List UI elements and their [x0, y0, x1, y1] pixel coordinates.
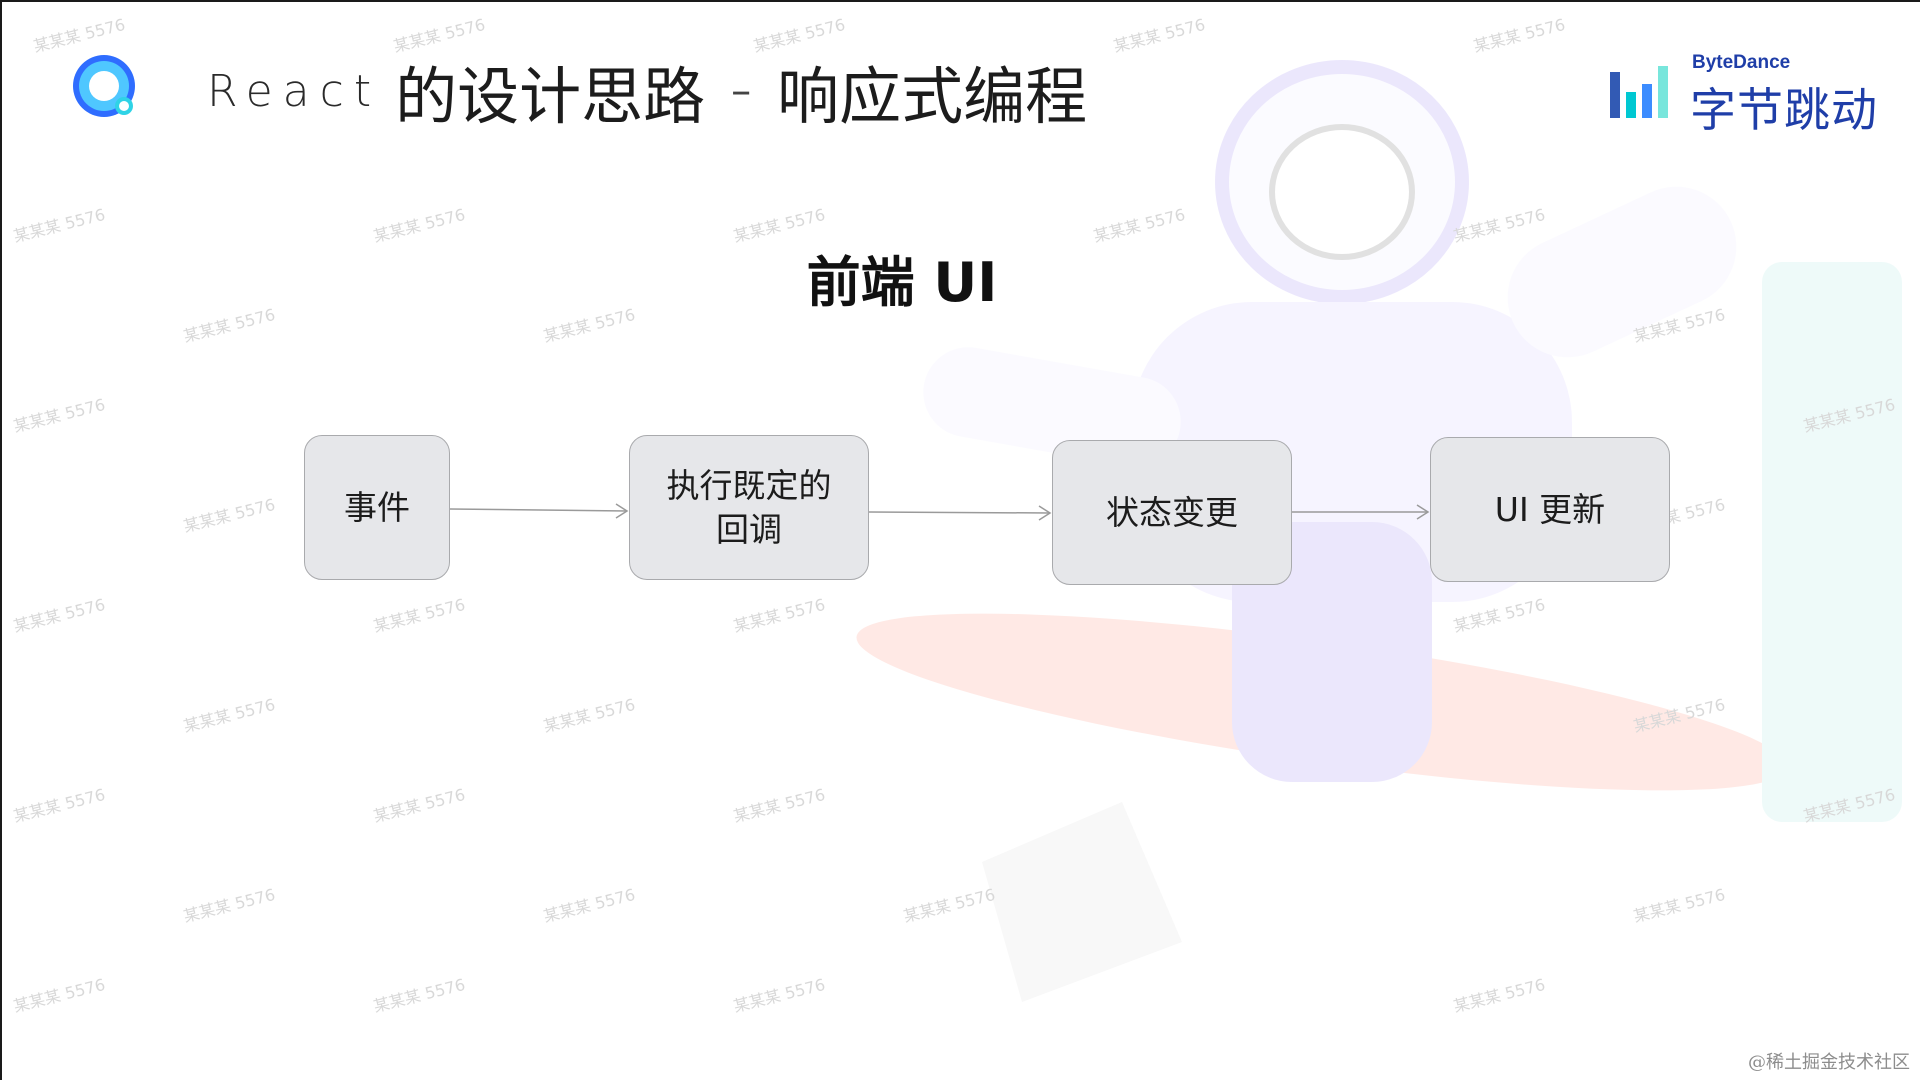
- flow-node-callback: 执行既定的 回调: [629, 435, 869, 580]
- watermark-text: 某某某 5576: [371, 594, 468, 637]
- watermark-text: 某某某 5576: [541, 694, 638, 737]
- title-main: 的设计思路: [395, 60, 706, 133]
- watermark-text: 某某某 5576: [11, 204, 108, 247]
- title-prefix: React: [207, 65, 382, 117]
- watermark-text: 某某某 5576: [181, 694, 278, 737]
- footer-credit: @稀土掘金技术社区: [1748, 1052, 1910, 1073]
- bytedance-logo: ByteDance 字节跳动: [1610, 52, 1877, 137]
- watermark-text: 某某某 5576: [181, 304, 278, 347]
- watermark-text: 某某某 5576: [181, 494, 278, 537]
- title-sub: 响应式编程: [777, 60, 1088, 133]
- watermark-text: 某某某 5576: [541, 884, 638, 927]
- section-heading: 前端 UI: [806, 251, 998, 314]
- flow-node-ui-update: UI 更新: [1430, 437, 1670, 582]
- watermark-text: 某某某 5576: [11, 394, 108, 437]
- flow-node-event: 事件: [304, 435, 450, 580]
- watermark-text: 某某某 5576: [11, 784, 108, 827]
- watermark-text: 某某某 5576: [11, 594, 108, 637]
- flow-node-state-change: 状态变更: [1052, 440, 1292, 585]
- flow-node-label: 执行既定的: [666, 465, 832, 505]
- bytedance-bars-icon: [1610, 66, 1668, 118]
- watermark-text: 某某某 5576: [371, 974, 468, 1017]
- q-bubble-icon: [73, 55, 135, 117]
- brand-name-en: ByteDance: [1692, 52, 1791, 73]
- flow-node-label: 状态变更: [1106, 492, 1238, 532]
- page-title: React 的设计思路 – 响应式编程: [207, 50, 1087, 133]
- watermark-text: 某某某 5576: [181, 884, 278, 927]
- flow-node-label: 回调: [716, 509, 782, 549]
- watermark-text: 某某某 5576: [31, 14, 128, 57]
- astronaut-illustration: [856, 60, 1902, 1002]
- flow-node-label: UI 更新: [1494, 489, 1606, 529]
- watermark-text: 某某某 5576: [541, 304, 638, 347]
- watermark-text: 某某某 5576: [11, 974, 108, 1017]
- brand-name-cn: 字节跳动: [1690, 83, 1878, 137]
- title-separator: –: [731, 68, 752, 114]
- watermark-text: 某某某 5576: [371, 204, 468, 247]
- watermark-text: 某某某 5576: [371, 784, 468, 827]
- arrow-event-to-callback: [449, 503, 629, 519]
- flow-node-label: 事件: [344, 487, 410, 527]
